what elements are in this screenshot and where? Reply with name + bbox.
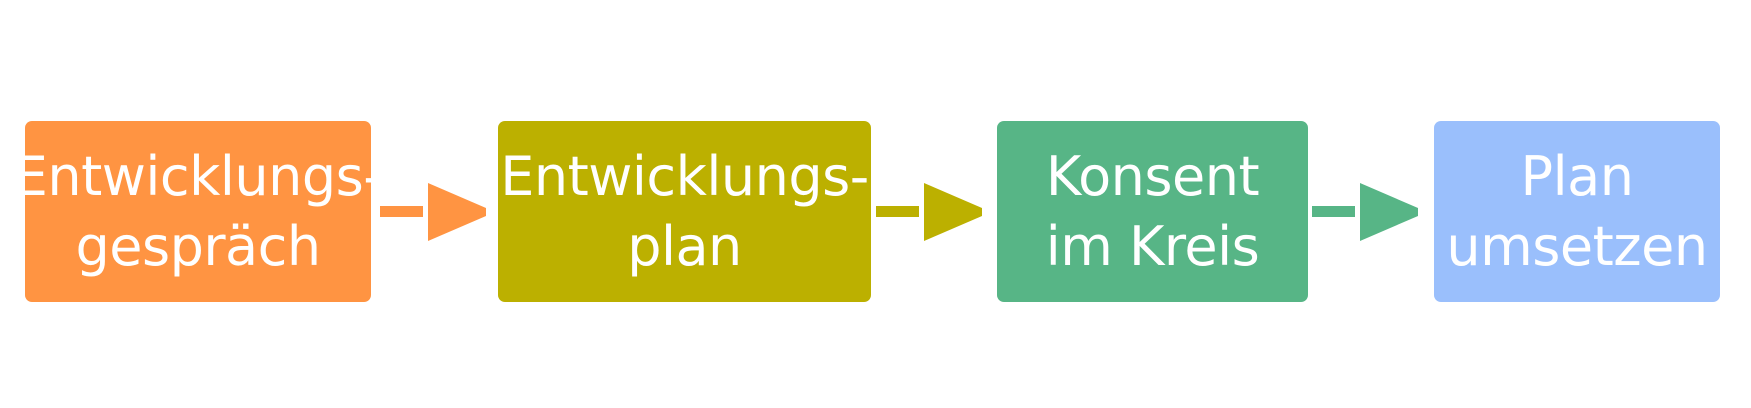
arrow-right-icon (380, 183, 486, 241)
step-entwicklungsplan: Entwicklungs- plan (498, 121, 871, 302)
step-entwicklungsgespraech: Entwicklungs- gespräch (14, 121, 383, 302)
step-label: Entwicklungs- gespräch (13, 144, 383, 278)
step-plan-umsetzen: Plan umsetzen (1434, 121, 1720, 302)
step-konsent-im-kreis: Konsent im Kreis (997, 121, 1308, 302)
step-label: Entwicklungs- plan (500, 144, 869, 278)
step-label: Konsent im Kreis (1045, 144, 1260, 278)
step-label: Plan umsetzen (1446, 144, 1708, 278)
arrow-right-icon (876, 183, 982, 241)
arrow-right-icon (1312, 183, 1418, 241)
